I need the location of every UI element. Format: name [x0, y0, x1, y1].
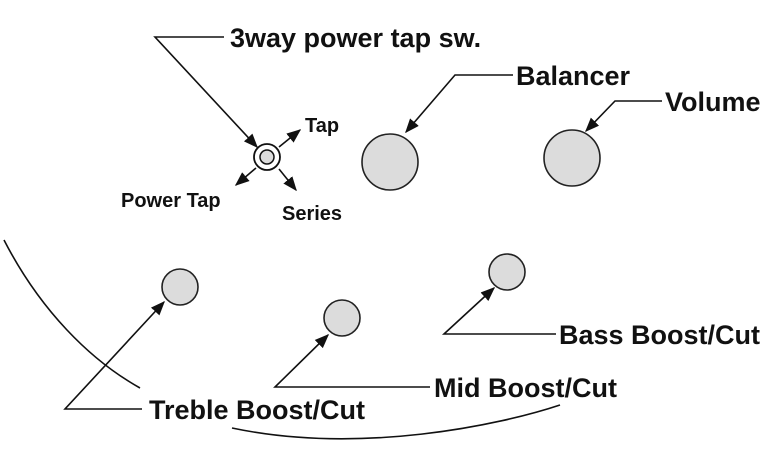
switch-leader: [153, 36, 258, 149]
power-tap-arrow: [234, 167, 257, 186]
volume-leader: [584, 100, 662, 133]
balancer-label: Balancer: [516, 61, 631, 91]
body-edge-bottom-curve: [231, 404, 561, 440]
power-tap-switch: [253, 143, 281, 171]
mid-label: Mid Boost/Cut: [434, 373, 617, 403]
tap-arrow: [278, 129, 302, 148]
volume-label: Volume: [665, 87, 761, 117]
series-arrow: [278, 168, 297, 192]
mid-leader: [273, 333, 430, 388]
balancer-knob: [361, 133, 419, 191]
bass-knob: [488, 253, 526, 291]
volume-knob: [543, 129, 601, 187]
tap-label: Tap: [305, 115, 339, 137]
series-label: Series: [282, 203, 342, 225]
treble-leader: [63, 300, 165, 410]
body-edge-left-curve: [3, 239, 141, 389]
treble-knob: [161, 268, 199, 306]
bass-label: Bass Boost/Cut: [559, 320, 760, 350]
treble-label: Treble Boost/Cut: [149, 395, 365, 425]
mid-knob: [323, 299, 361, 337]
power-tap-label: Power Tap: [121, 190, 221, 212]
bass-leader: [441, 287, 556, 335]
balancer-leader: [405, 74, 513, 134]
switch-label: 3way power tap sw.: [230, 23, 481, 53]
